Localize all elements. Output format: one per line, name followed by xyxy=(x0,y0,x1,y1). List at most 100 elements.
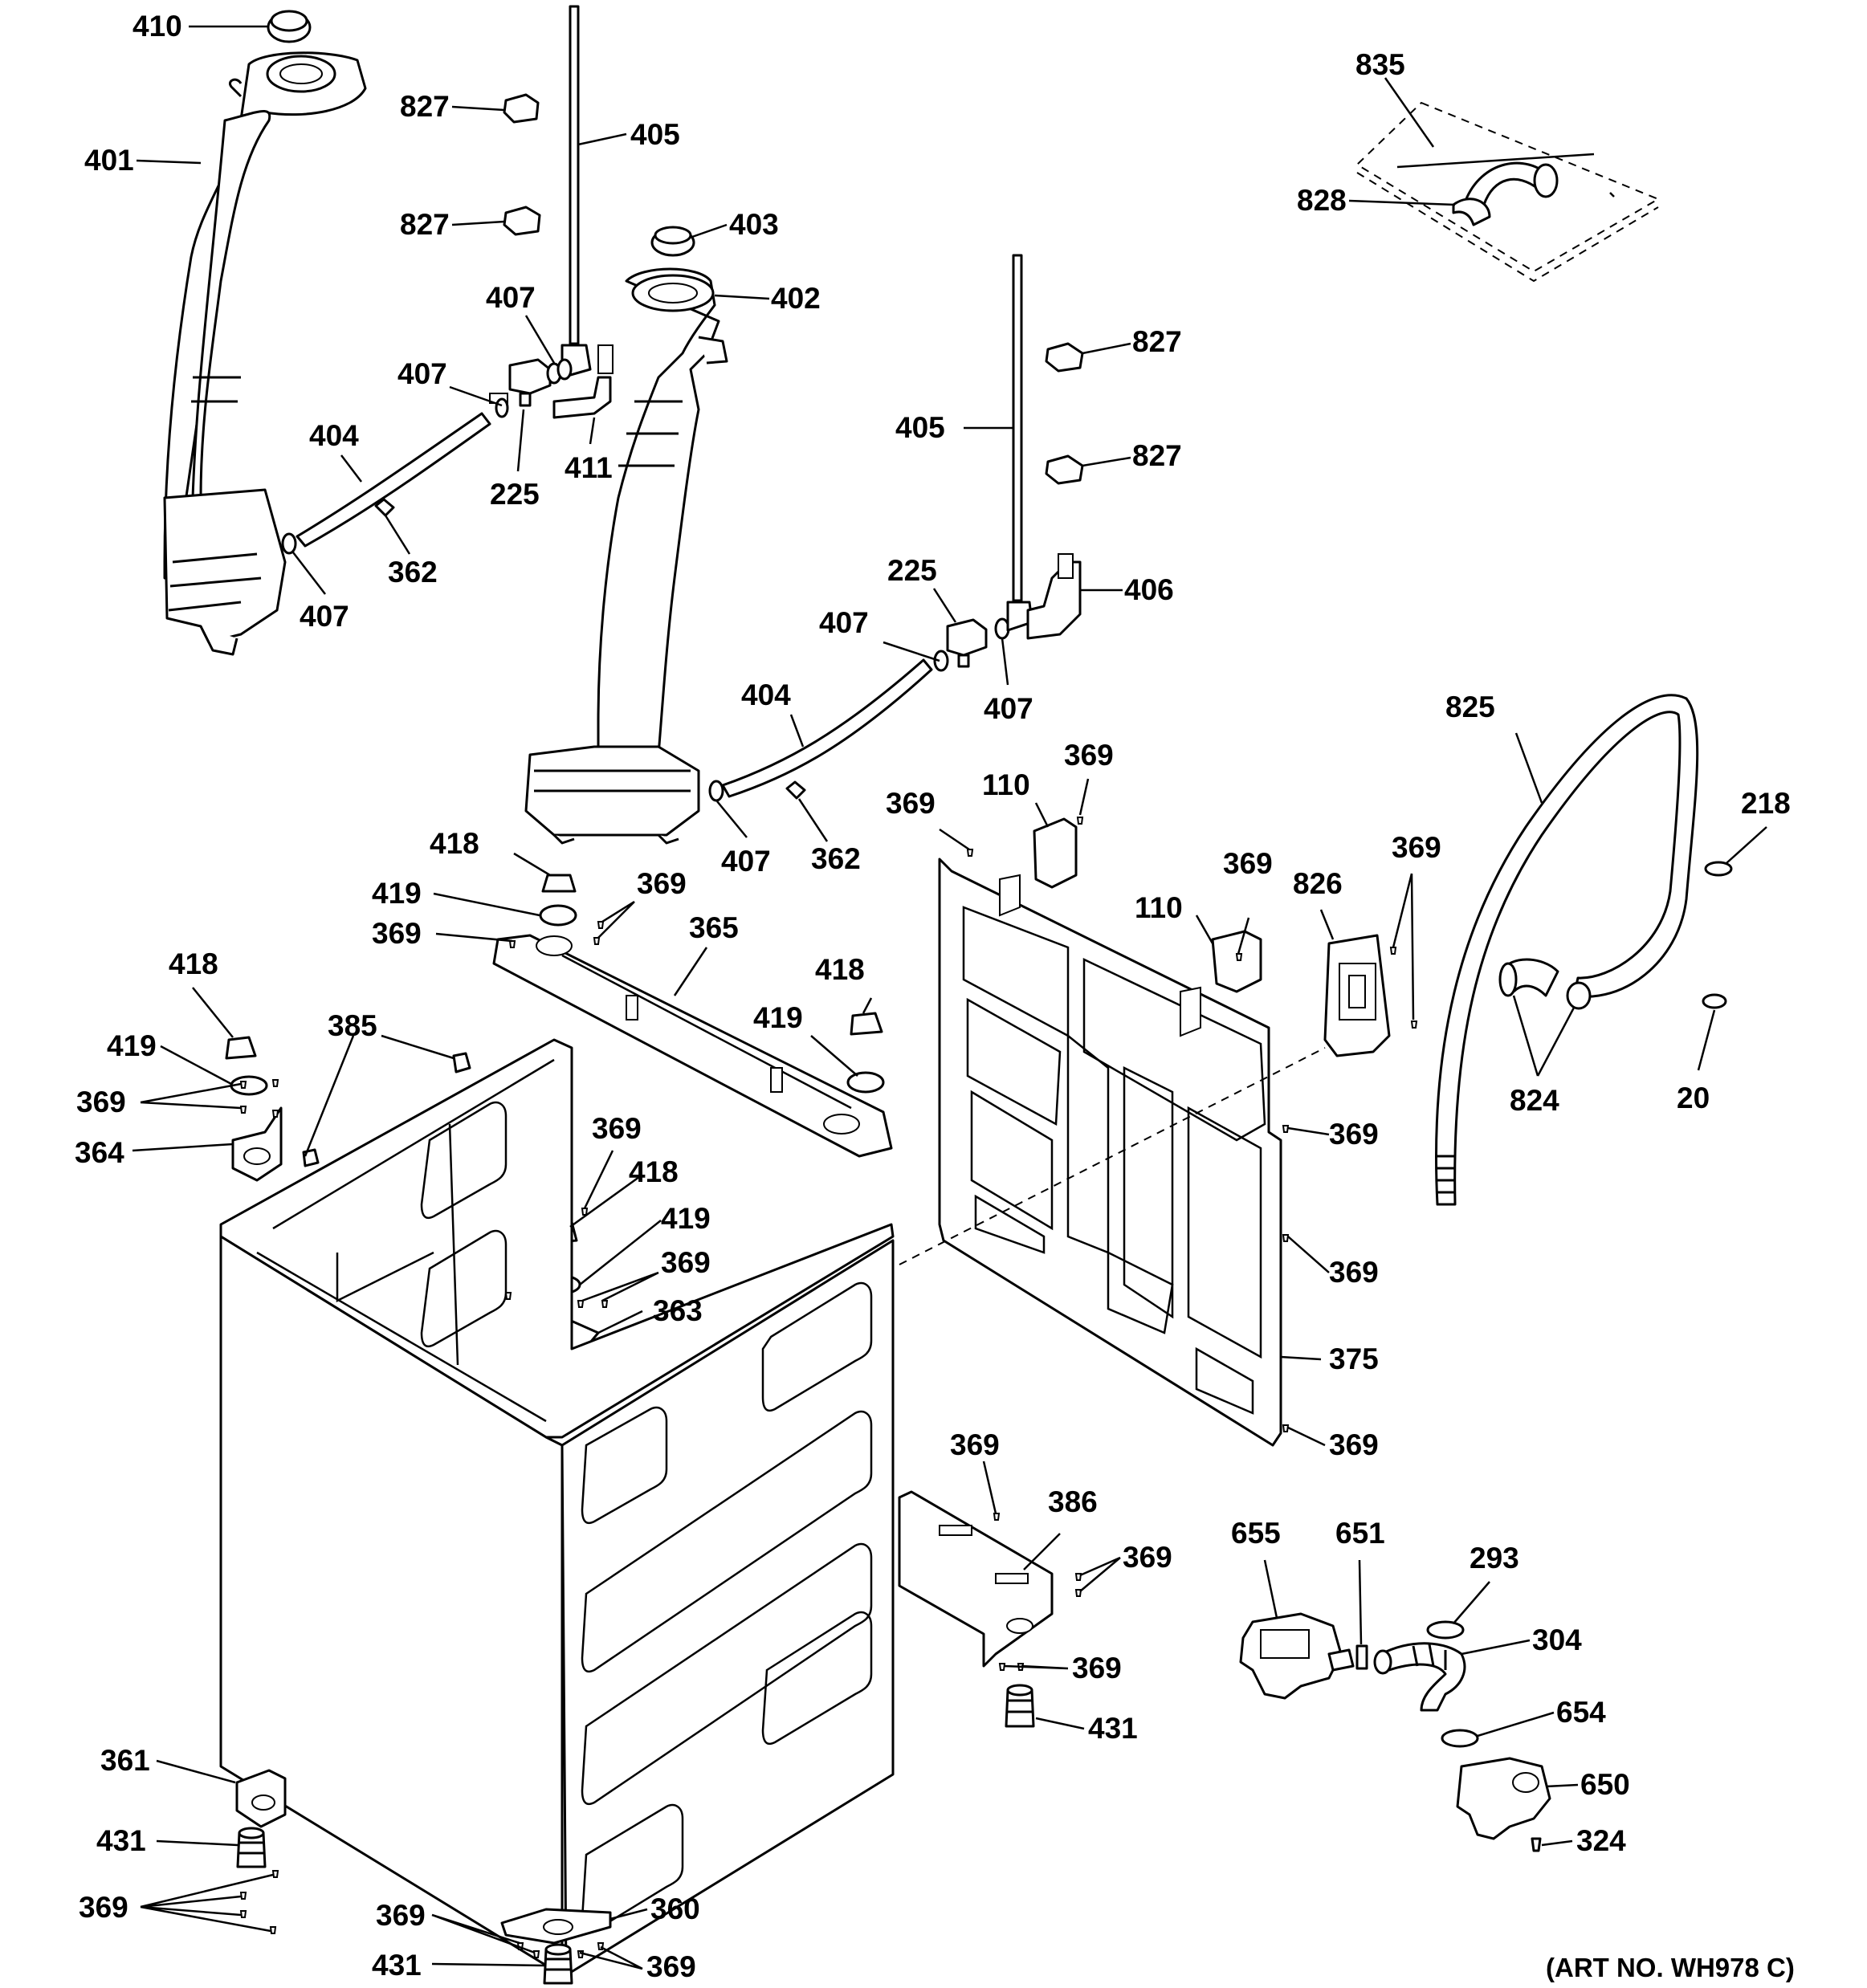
part-361-bracket xyxy=(235,1769,287,1828)
callout-824: 824 xyxy=(1510,1084,1559,1117)
alignment-line xyxy=(899,1047,1326,1265)
callout-407: 407 xyxy=(984,692,1033,725)
part-401-funnel xyxy=(163,51,367,656)
part-431-leg-c xyxy=(1005,1684,1035,1728)
callout-110: 110 xyxy=(1135,891,1183,924)
leader-lines xyxy=(132,25,1767,1970)
part-826-bracket xyxy=(1323,934,1391,1057)
part-418-419-set-b xyxy=(225,1036,268,1096)
callout-369: 369 xyxy=(76,1086,126,1118)
part-324-screw xyxy=(1531,1837,1542,1852)
part-369-screws xyxy=(239,817,1418,1958)
callout-403: 403 xyxy=(729,208,779,241)
callout-419: 419 xyxy=(372,877,422,910)
callout-827: 827 xyxy=(1132,325,1182,358)
callout-418: 418 xyxy=(430,827,479,860)
part-654-clamp xyxy=(1441,1729,1479,1748)
part-825-drain-hose xyxy=(1435,694,1699,1206)
callout-385: 385 xyxy=(328,1009,377,1042)
callout-650: 650 xyxy=(1580,1768,1630,1801)
callout-369: 369 xyxy=(661,1246,711,1279)
callout-827: 827 xyxy=(400,90,450,123)
part-431-leg-a xyxy=(236,1827,267,1868)
part-403-cap xyxy=(650,226,695,257)
part-360-bracket xyxy=(500,1908,612,1945)
callout-828: 828 xyxy=(1297,184,1347,217)
callout-375: 375 xyxy=(1329,1342,1379,1375)
part-404-hose-left xyxy=(296,412,491,548)
part-827-clip-c xyxy=(1045,342,1084,373)
part-cabinet-frame xyxy=(219,1038,895,1977)
callout-365: 365 xyxy=(689,911,739,944)
part-225-valve-left xyxy=(489,358,552,407)
callout-418: 418 xyxy=(169,947,218,980)
part-827-clip-a xyxy=(503,93,540,124)
callout-363: 363 xyxy=(653,1294,703,1327)
art-number: (ART NO. WH978 C) xyxy=(1546,1953,1795,1982)
callout-304: 304 xyxy=(1532,1623,1582,1656)
part-418-419-set-c xyxy=(846,1012,885,1094)
callout-324: 324 xyxy=(1576,1824,1626,1857)
callout-labels: 410 401 827 405 827 403 402 407 407 404 … xyxy=(75,10,1795,1983)
callout-369: 369 xyxy=(950,1428,1000,1461)
callout-369: 369 xyxy=(1223,847,1273,880)
part-651 xyxy=(1355,1644,1368,1670)
callout-369: 369 xyxy=(1064,739,1114,772)
part-110-bracket-a xyxy=(1033,817,1078,889)
part-304-hose xyxy=(1373,1642,1466,1712)
part-655-pump xyxy=(1239,1612,1355,1700)
callout-404: 404 xyxy=(309,419,359,452)
part-402-funnel xyxy=(524,267,728,845)
callout-386: 386 xyxy=(1048,1485,1098,1518)
callout-369: 369 xyxy=(646,1950,696,1983)
callout-218: 218 xyxy=(1741,787,1791,820)
parts-drawing xyxy=(163,5,1733,1985)
callout-225: 225 xyxy=(490,478,540,511)
callout-655: 655 xyxy=(1231,1517,1281,1550)
callout-369: 369 xyxy=(1329,1256,1379,1289)
callout-364: 364 xyxy=(75,1136,124,1169)
part-405-tube-left xyxy=(561,5,592,379)
callout-225: 225 xyxy=(887,554,937,587)
callout-360: 360 xyxy=(650,1892,700,1925)
callout-406: 406 xyxy=(1124,573,1174,606)
callout-431: 431 xyxy=(372,1949,422,1982)
part-405-tube-right xyxy=(1006,254,1033,632)
callout-369: 369 xyxy=(637,867,687,900)
callout-654: 654 xyxy=(1556,1696,1606,1729)
callout-405: 405 xyxy=(630,118,680,151)
callout-369: 369 xyxy=(1392,831,1441,864)
part-375-rear-panel xyxy=(938,858,1282,1447)
part-362-clip-left xyxy=(374,498,395,517)
part-410-cap xyxy=(267,10,312,43)
callout-411: 411 xyxy=(565,451,613,484)
part-406-bracket xyxy=(1026,553,1082,640)
callout-110: 110 xyxy=(982,768,1030,801)
part-650-housing xyxy=(1456,1757,1551,1840)
part-364-bracket xyxy=(231,1106,283,1182)
part-411-bracket xyxy=(552,344,614,419)
part-293-clamp xyxy=(1426,1620,1465,1640)
callout-419: 419 xyxy=(753,1001,803,1034)
callout-419: 419 xyxy=(107,1029,157,1062)
part-827-clip-d xyxy=(1045,454,1084,485)
callout-369: 369 xyxy=(79,1891,128,1924)
callout-401: 401 xyxy=(84,144,134,177)
part-110-bracket-b xyxy=(1211,930,1262,993)
part-418-419-set-a xyxy=(539,874,577,927)
callout-404: 404 xyxy=(741,678,791,711)
part-824-connector xyxy=(1498,958,1592,1010)
part-828-kit xyxy=(1355,101,1661,283)
callout-835: 835 xyxy=(1355,48,1405,81)
callout-361: 361 xyxy=(100,1744,150,1777)
callout-407: 407 xyxy=(300,600,349,633)
callout-369: 369 xyxy=(1329,1428,1379,1461)
callout-825: 825 xyxy=(1445,691,1495,723)
callout-418: 418 xyxy=(815,953,865,986)
callout-418: 418 xyxy=(629,1155,679,1188)
callout-407: 407 xyxy=(397,357,447,390)
callout-402: 402 xyxy=(771,282,821,315)
callout-369: 369 xyxy=(1123,1541,1172,1574)
callout-369: 369 xyxy=(376,1899,426,1932)
